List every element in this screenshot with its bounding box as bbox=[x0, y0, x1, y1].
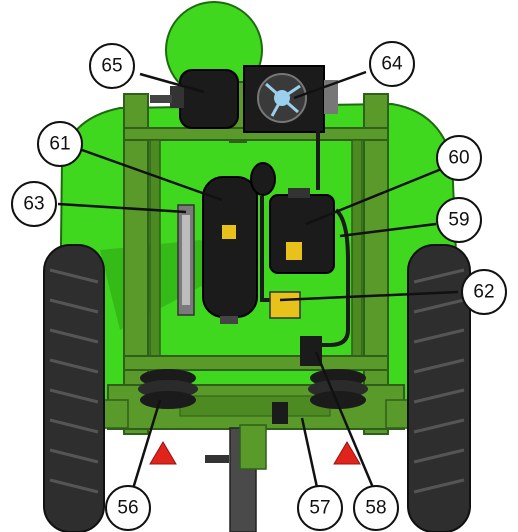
svg-text:61: 61 bbox=[49, 134, 70, 155]
leader-lines bbox=[57, 70, 459, 493]
left-tire bbox=[43, 244, 105, 532]
drawbar bbox=[205, 424, 267, 532]
svg-text:60: 60 bbox=[448, 148, 469, 169]
callout-65: 65 bbox=[89, 43, 135, 89]
svg-text:64: 64 bbox=[381, 54, 403, 75]
warning-triangle-icon bbox=[333, 441, 361, 465]
warning-triangle-icon bbox=[149, 441, 177, 465]
callout-56: 56 bbox=[105, 485, 151, 531]
callout-57: 57 bbox=[297, 485, 343, 531]
svg-text:57: 57 bbox=[309, 498, 330, 519]
svg-text:59: 59 bbox=[448, 210, 469, 231]
right-tire bbox=[407, 244, 471, 532]
valve-block bbox=[269, 291, 301, 319]
air-spring-right bbox=[308, 369, 368, 409]
callout-63: 63 bbox=[11, 181, 57, 227]
air-tank-large bbox=[202, 176, 258, 324]
air-spring-left bbox=[138, 369, 198, 409]
svg-text:58: 58 bbox=[365, 498, 386, 519]
callout-62: 62 bbox=[461, 269, 507, 315]
rear-light-box bbox=[272, 402, 288, 424]
sight-gauge bbox=[177, 204, 195, 316]
hydraulic-reservoir bbox=[269, 188, 335, 274]
svg-text:63: 63 bbox=[23, 194, 44, 215]
cooling-fan-unit bbox=[243, 65, 338, 133]
svg-text:62: 62 bbox=[473, 282, 494, 303]
top-air-cylinder bbox=[150, 69, 239, 129]
callout-58: 58 bbox=[353, 485, 399, 531]
svg-text:56: 56 bbox=[117, 498, 138, 519]
svg-text:65: 65 bbox=[101, 56, 122, 77]
lower-valve bbox=[300, 336, 322, 366]
callout-64: 64 bbox=[369, 41, 415, 87]
small-accumulator bbox=[250, 162, 276, 196]
callout-61: 61 bbox=[37, 121, 83, 167]
callout-59: 59 bbox=[436, 197, 482, 243]
callout-60: 60 bbox=[436, 135, 482, 181]
